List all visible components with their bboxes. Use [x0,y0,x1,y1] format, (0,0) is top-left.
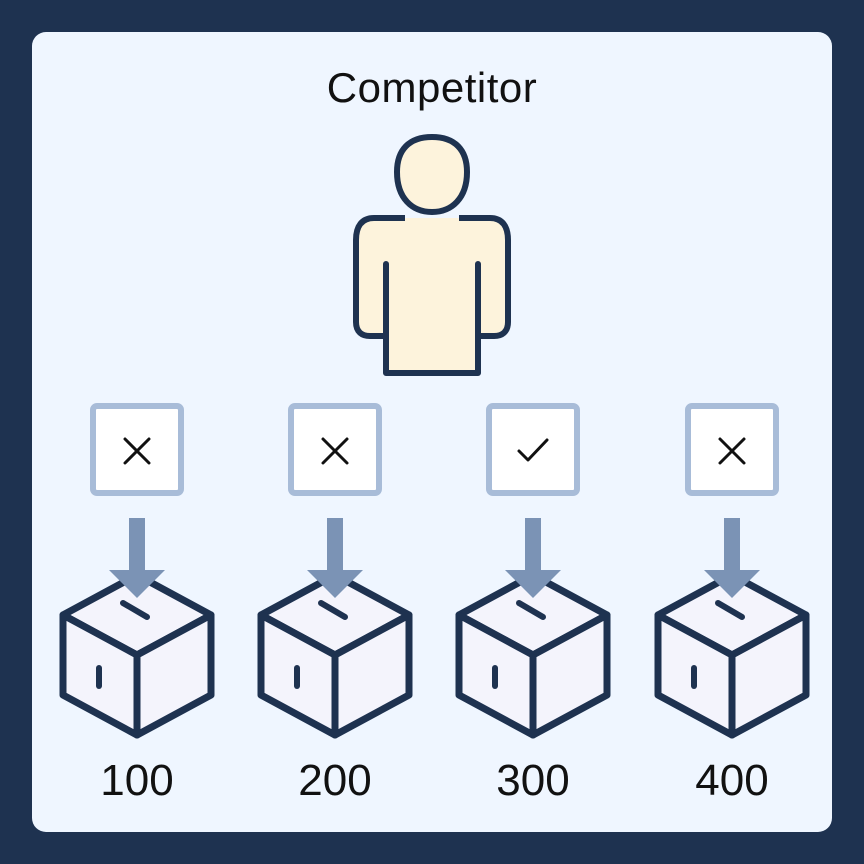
option-value-label: 200 [298,756,372,805]
check-mark-icon [517,438,549,462]
person-icon [353,133,511,376]
ballot-box-icon [654,571,810,739]
ballot-card-200 [288,403,382,496]
x-mark-icon [321,437,349,465]
competitor-title: Competitor [326,64,538,111]
ballot-card-100 [90,403,184,496]
down-arrow-icon [505,518,561,598]
ballot-card-400 [685,403,779,496]
ballot-box-icon [455,571,611,739]
down-arrow-icon [109,518,165,598]
ballot-card-300 [486,403,580,496]
x-mark-icon [718,437,746,465]
down-arrow-icon [307,518,363,598]
ballot-box-icon [257,571,413,739]
option-value-label: 300 [496,756,570,805]
ballot-box-icon [59,571,215,739]
option-value-label: 100 [100,756,174,805]
x-mark-icon [123,437,151,465]
down-arrow-icon [704,518,760,598]
option-value-label: 400 [695,756,769,805]
